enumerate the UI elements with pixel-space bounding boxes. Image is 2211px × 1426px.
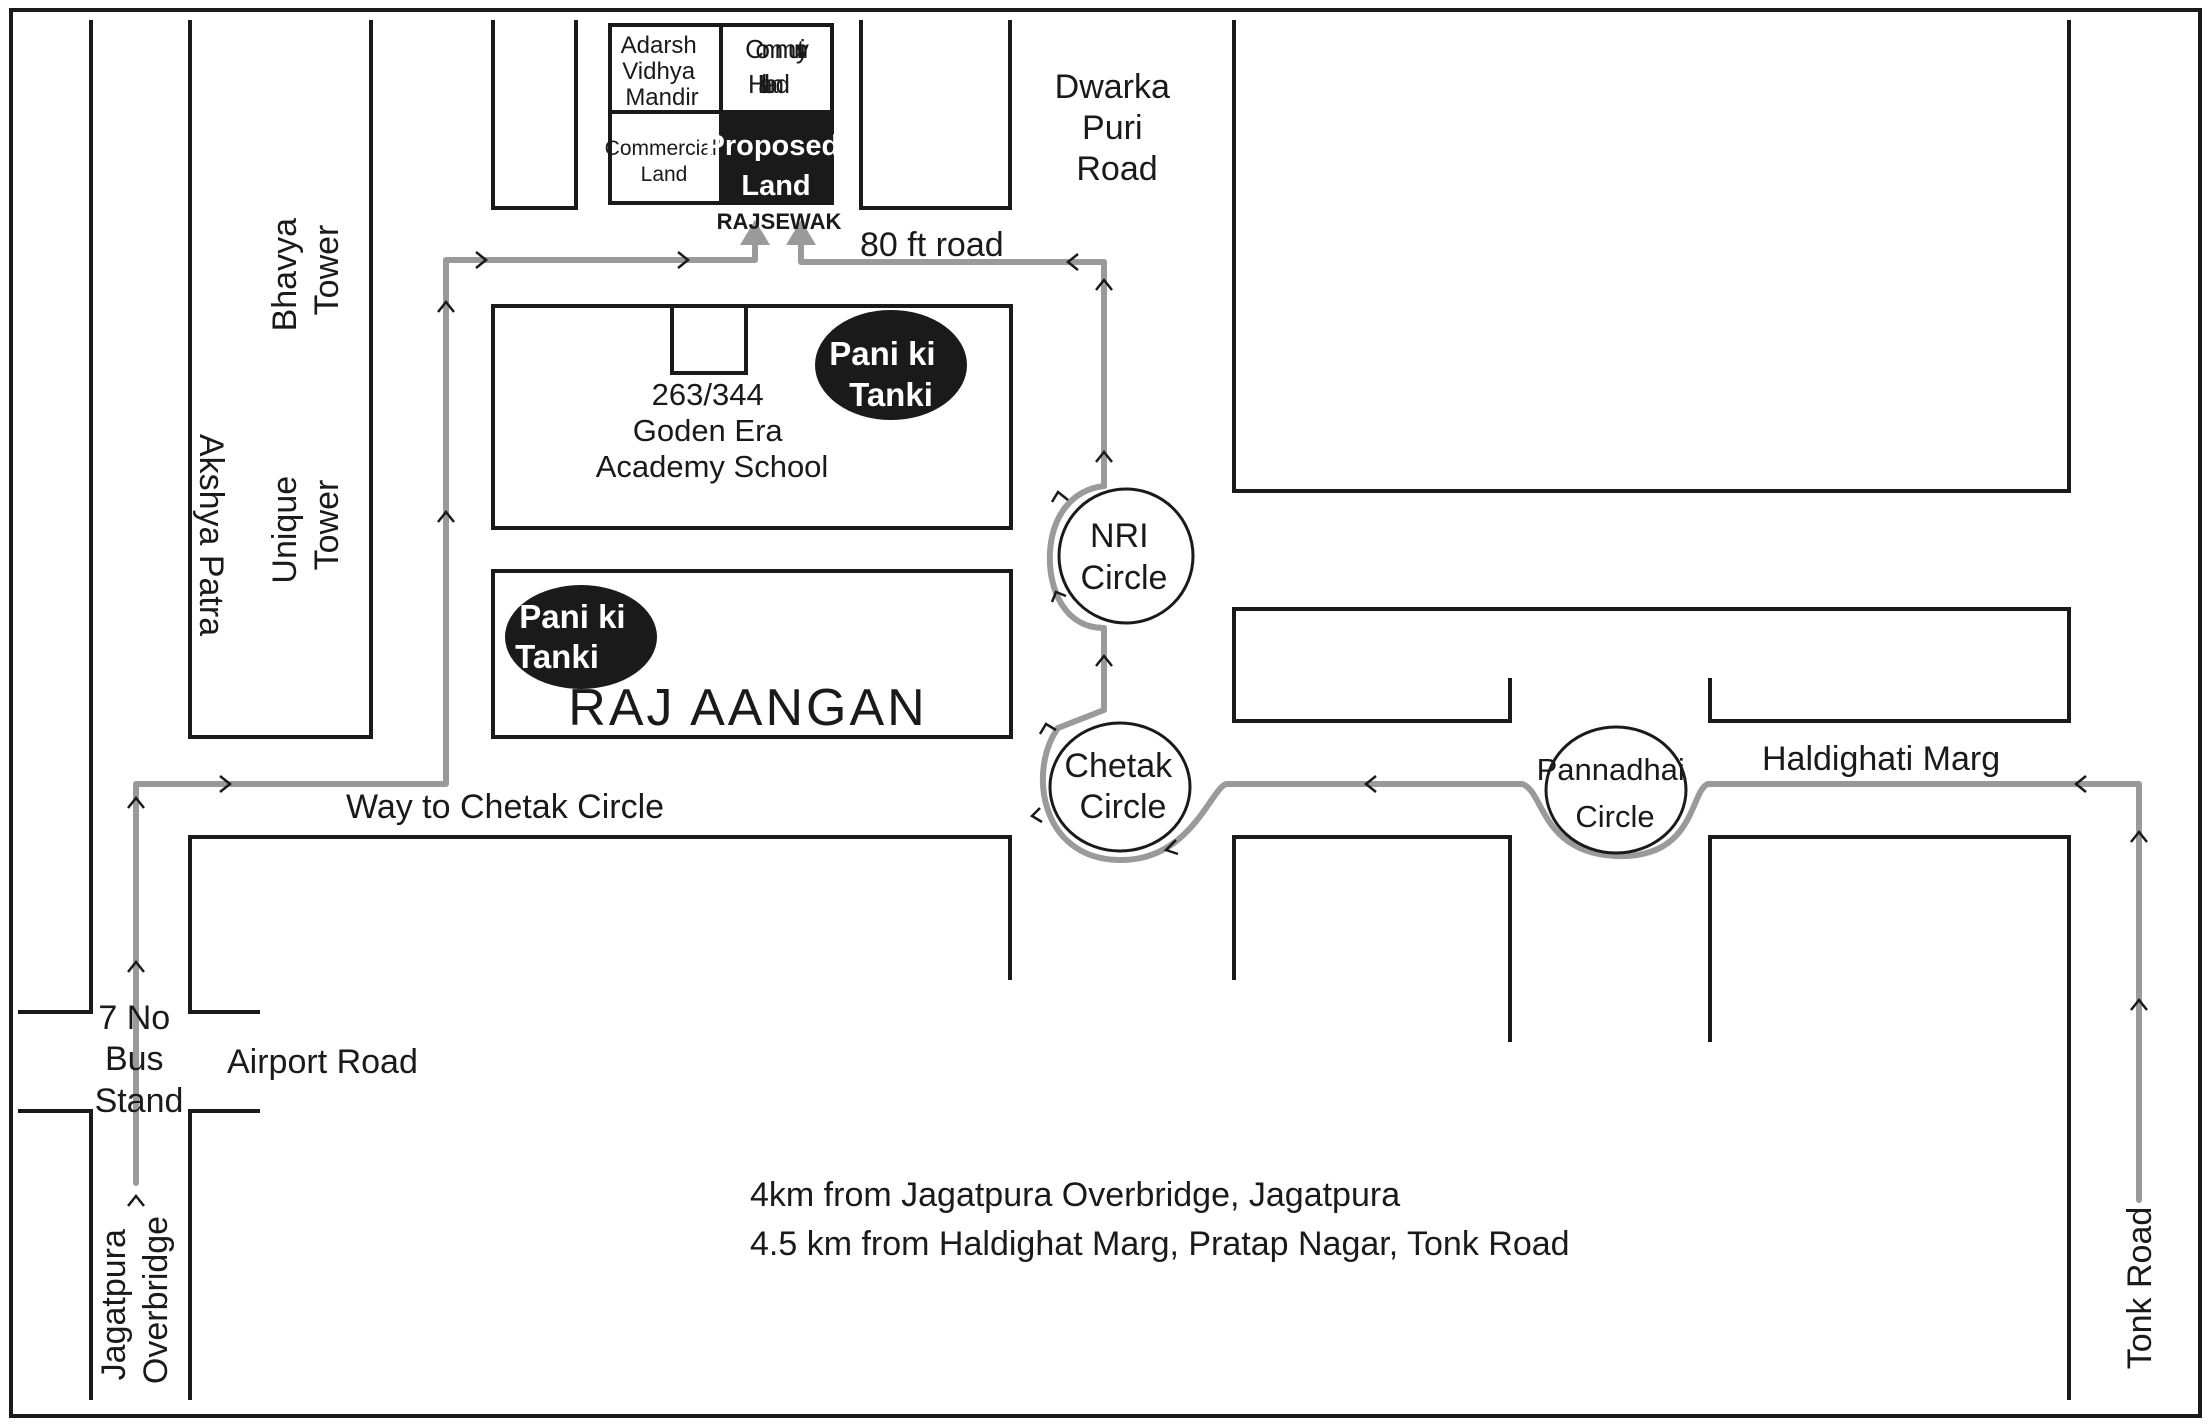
bhavya-tower-label: Bhavya Tower [266, 209, 346, 332]
map-frame [9, 8, 2202, 1418]
road-lines [18, 20, 2071, 1400]
chevron-up-icon [1038, 722, 1057, 735]
community-hall-land-label: Community Hall Land [745, 34, 809, 99]
chevron-left-icon [1029, 807, 1043, 824]
dwarka-puri-road-label: Dwarka Puri Road [1055, 68, 1180, 188]
tonk-road-label: Tonk Road [2121, 1207, 2159, 1370]
pani-ki-tanki-label: Pani ki Tanki [515, 598, 635, 675]
proposed-land-label: Proposed Land [706, 130, 847, 202]
land-grid [608, 23, 834, 205]
school-label: 263/344 Goden Era Academy School [596, 377, 829, 484]
route-arrow-up-icon [740, 220, 770, 245]
chetak-circle-label: Chetak Circle [1064, 747, 1181, 826]
akshya-patra-label: Akshya Patra [192, 434, 230, 636]
chevron-up-icon [1095, 653, 1113, 667]
unique-tower-label: Unique Tower [266, 466, 346, 583]
chevron-up-icon [1095, 277, 1113, 291]
chevron-up-icon [127, 1193, 145, 1207]
nri-circle-marker [1057, 487, 1195, 625]
commercial-land-label: Commercial Land [605, 134, 724, 186]
bus-stand-label: 7 No Bus Stand [95, 999, 184, 1120]
chevron-left-icon [2073, 775, 2087, 793]
route-arrow-up-icon [786, 220, 816, 245]
chevron-up-icon [437, 299, 455, 313]
way-to-chetak-circle-label: Way to Chetak Circle [346, 788, 664, 826]
chetak-circle-marker [1048, 721, 1192, 853]
chevron-left-icon [1363, 775, 1377, 793]
chevron-up-icon [1050, 490, 1069, 503]
chevron-up-icon [127, 959, 145, 973]
adarsh-vidhya-mandir-label: Adarsh Vidhya Mandir [621, 32, 704, 111]
route-paths [133, 225, 2142, 1203]
chevron-up-icon [2130, 997, 2148, 1011]
rajsewak-label: RAJSEWAK [717, 209, 842, 234]
chevron-up-icon [1050, 590, 1067, 603]
pannadhai-circle-label: Pannadhai Circle [1537, 752, 1694, 834]
chevron-up-icon [127, 795, 145, 809]
jagatpura-overbridge-label: Jagatpura Overbridge [95, 1216, 175, 1384]
chevron-right-icon [219, 775, 233, 793]
airport-road-label: Airport Road [227, 1043, 418, 1081]
raj-aangan-label: RAJ AANGAN [568, 679, 927, 737]
chevron-left-icon [1065, 253, 1079, 271]
pannadhai-circle-marker [1544, 725, 1688, 855]
chevron-left-icon [1163, 839, 1179, 856]
chevron-up-icon [1095, 449, 1113, 463]
distance-note-jagatpura: 4km from Jagatpura Overbridge, Jagatpura [750, 1176, 1400, 1214]
chevron-right-icon [677, 251, 691, 269]
chevron-up-icon [437, 509, 455, 523]
water-tank-marker [505, 585, 657, 689]
pani-ki-tanki-label: Pani ki Tanki [829, 335, 945, 413]
water-tank-marker [815, 310, 967, 420]
nri-circle-label: NRI Circle [1081, 517, 1168, 597]
distance-note-tonk-road: 4.5 km from Haldighat Marg, Pratap Nagar… [750, 1225, 1570, 1263]
proposed-land-plot [721, 112, 832, 203]
chevron-up-icon [2130, 829, 2148, 843]
road-80ft-label: 80 ft road [860, 226, 1004, 264]
direction-chevrons [127, 251, 2148, 1207]
haldighati-marg-label: Haldighati Marg [1762, 740, 2000, 778]
chevron-right-icon [475, 251, 489, 269]
